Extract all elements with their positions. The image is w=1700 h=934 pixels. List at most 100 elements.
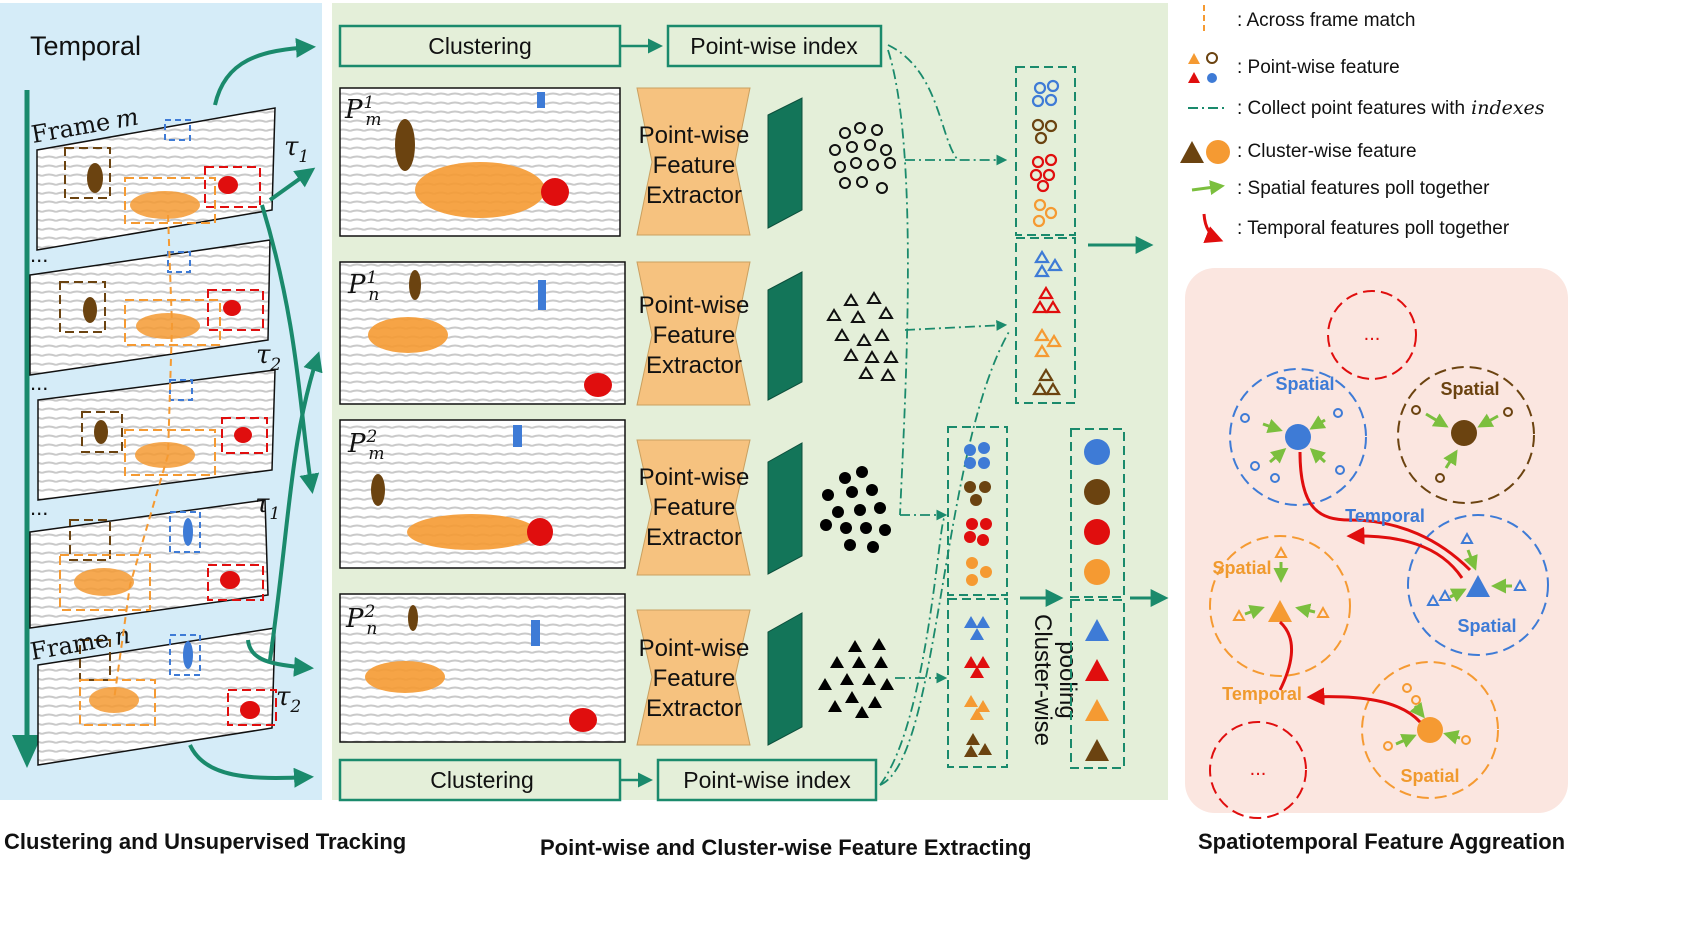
cluster-orange-frame-m	[1361, 661, 1499, 799]
across-frame-match-line	[113, 214, 174, 701]
legend-temporal: : Temporal features poll together	[1237, 218, 1510, 239]
collected-hollow-features	[1015, 66, 1076, 404]
extract-panel: Clustering Point-wise index Clustering P…	[332, 3, 1169, 802]
spatial-label-brown: Spatial	[1440, 379, 1499, 399]
cluster-brown-frame-m	[1397, 366, 1535, 504]
frame-plane-n	[37, 627, 277, 766]
hollow-triangles-2	[826, 291, 899, 381]
extractor-3-line2: Feature	[653, 494, 736, 521]
aggregation-panel: ... ... Spatial	[1185, 268, 1568, 819]
cluster-circle-red-top	[1327, 290, 1417, 380]
cluster-orange-frame-n	[1209, 535, 1351, 677]
temporal-arrow-orange-tail	[1278, 620, 1294, 691]
ellipsis-red-top: ...	[1364, 323, 1381, 345]
feature-map-1	[767, 97, 803, 229]
caption-aggregation: Spatiotemporal Feature Aggreation	[1198, 829, 1565, 854]
extractor-1-line1: Point-wise	[639, 122, 750, 149]
extractor-3-line1: Point-wise	[639, 464, 750, 491]
legend-spatial-icon	[1191, 180, 1225, 196]
top-index-label: Point-wise index	[690, 33, 858, 59]
feature-map-3	[767, 442, 803, 575]
ellipsis-red-bottom: ...	[1250, 758, 1267, 780]
extractor-1-line3: Extractor	[646, 182, 742, 209]
top-index-box	[666, 24, 883, 68]
cluster-features	[1070, 428, 1125, 769]
frames-ellipsis-3: ...	[30, 495, 48, 520]
frame-plane-2	[29, 239, 271, 376]
pooling-line1: Cluster-wise	[1029, 614, 1056, 746]
aggregation-panel-bg	[1185, 268, 1568, 813]
extractor-1-line2: Feature	[653, 152, 736, 179]
frame-plane-3	[37, 369, 276, 501]
extractor-2-line2: Feature	[653, 322, 736, 349]
legend-across-frame: : Across frame match	[1237, 10, 1415, 31]
hollow-circles-1	[829, 122, 896, 194]
cluster-blue-frame-n	[1407, 514, 1549, 656]
extractor-3	[636, 439, 751, 576]
tracking-panel: Temporal Framem ... ...	[0, 3, 323, 800]
legend-point-feature: : Point-wise feature	[1237, 57, 1400, 78]
tau1-upper: τ1	[284, 132, 309, 167]
pooling-label: Cluster-wise pooling	[1029, 614, 1081, 746]
solid-triangles-4	[818, 638, 894, 718]
bottom-index-label: Point-wise index	[683, 767, 851, 793]
legend-cluster-feature: : Cluster-wise feature	[1237, 141, 1417, 162]
temporal-arrow-orange	[1306, 687, 1422, 724]
temporal-label-blue: Temporal	[1345, 506, 1425, 526]
arrow-to-bottom-clustering	[188, 744, 314, 788]
pooling-line2: pooling	[1054, 641, 1081, 718]
frames-ellipsis-2: ...	[30, 370, 48, 395]
arrow-frame-m-tau1	[268, 167, 316, 202]
temporal-title: Temporal	[30, 31, 141, 61]
extractor-2-line1: Point-wise	[639, 292, 750, 319]
bottom-clustering-label: Clustering	[430, 767, 534, 793]
spatial-label-orange-bottom: Spatial	[1400, 766, 1459, 786]
temporal-axis-arrowhead	[12, 735, 42, 768]
collected-solid-features	[947, 426, 1008, 768]
extractor-3-line3: Extractor	[646, 524, 742, 551]
arrow-frame-n-tau2	[246, 639, 314, 677]
cluster-circle-red-bottom	[1209, 721, 1307, 819]
index-collection-lines	[879, 44, 1011, 786]
temporal-label-orange: Temporal	[1222, 684, 1302, 704]
spatial-label-blue-bottom: Spatial	[1457, 616, 1516, 636]
extractor-4-line3: Extractor	[646, 695, 742, 722]
legend-cluster-feature-icon	[1180, 140, 1230, 164]
spatial-label-blue-top: Spatial	[1275, 374, 1334, 394]
cluster-blue-frame-m	[1229, 368, 1367, 506]
tau2-lower: τ2	[276, 682, 301, 717]
top-clustering-label: Clustering	[428, 33, 532, 59]
tau1-lower: τ1	[255, 489, 280, 524]
caption-tracking: Clustering and Unsupervised Tracking	[4, 829, 406, 854]
extractor-4	[636, 609, 751, 746]
frame-plane-m	[36, 107, 276, 251]
legend: : Across frame match : Point-wise featur…	[1180, 5, 1545, 243]
temporal-arrow-blue	[1346, 526, 1464, 579]
arrow-frame-n-tau2-upper	[268, 351, 323, 661]
extractor-2-line3: Extractor	[646, 352, 742, 379]
solid-circles-3	[820, 466, 891, 553]
legend-temporal-icon	[1202, 213, 1224, 243]
tau2-upper: τ2	[256, 340, 281, 375]
arrow-to-top-clustering	[213, 37, 316, 106]
legend-spatial: : Spatial features poll together	[1237, 178, 1490, 199]
feature-map-4	[767, 612, 803, 746]
temporal-arrow-blue-tail	[1298, 451, 1472, 572]
arrow-frame-m-tau1-lower	[260, 204, 320, 494]
caption-extract: Point-wise and Cluster-wise Feature Extr…	[540, 835, 1031, 860]
feature-map-2	[767, 271, 803, 401]
extractor-2	[636, 261, 751, 406]
spatial-label-orange-mid: Spatial	[1212, 558, 1271, 578]
bottom-index-box	[656, 758, 878, 802]
legend-point-feature-icon	[1188, 52, 1218, 83]
extractor-4-line1: Point-wise	[639, 635, 750, 662]
